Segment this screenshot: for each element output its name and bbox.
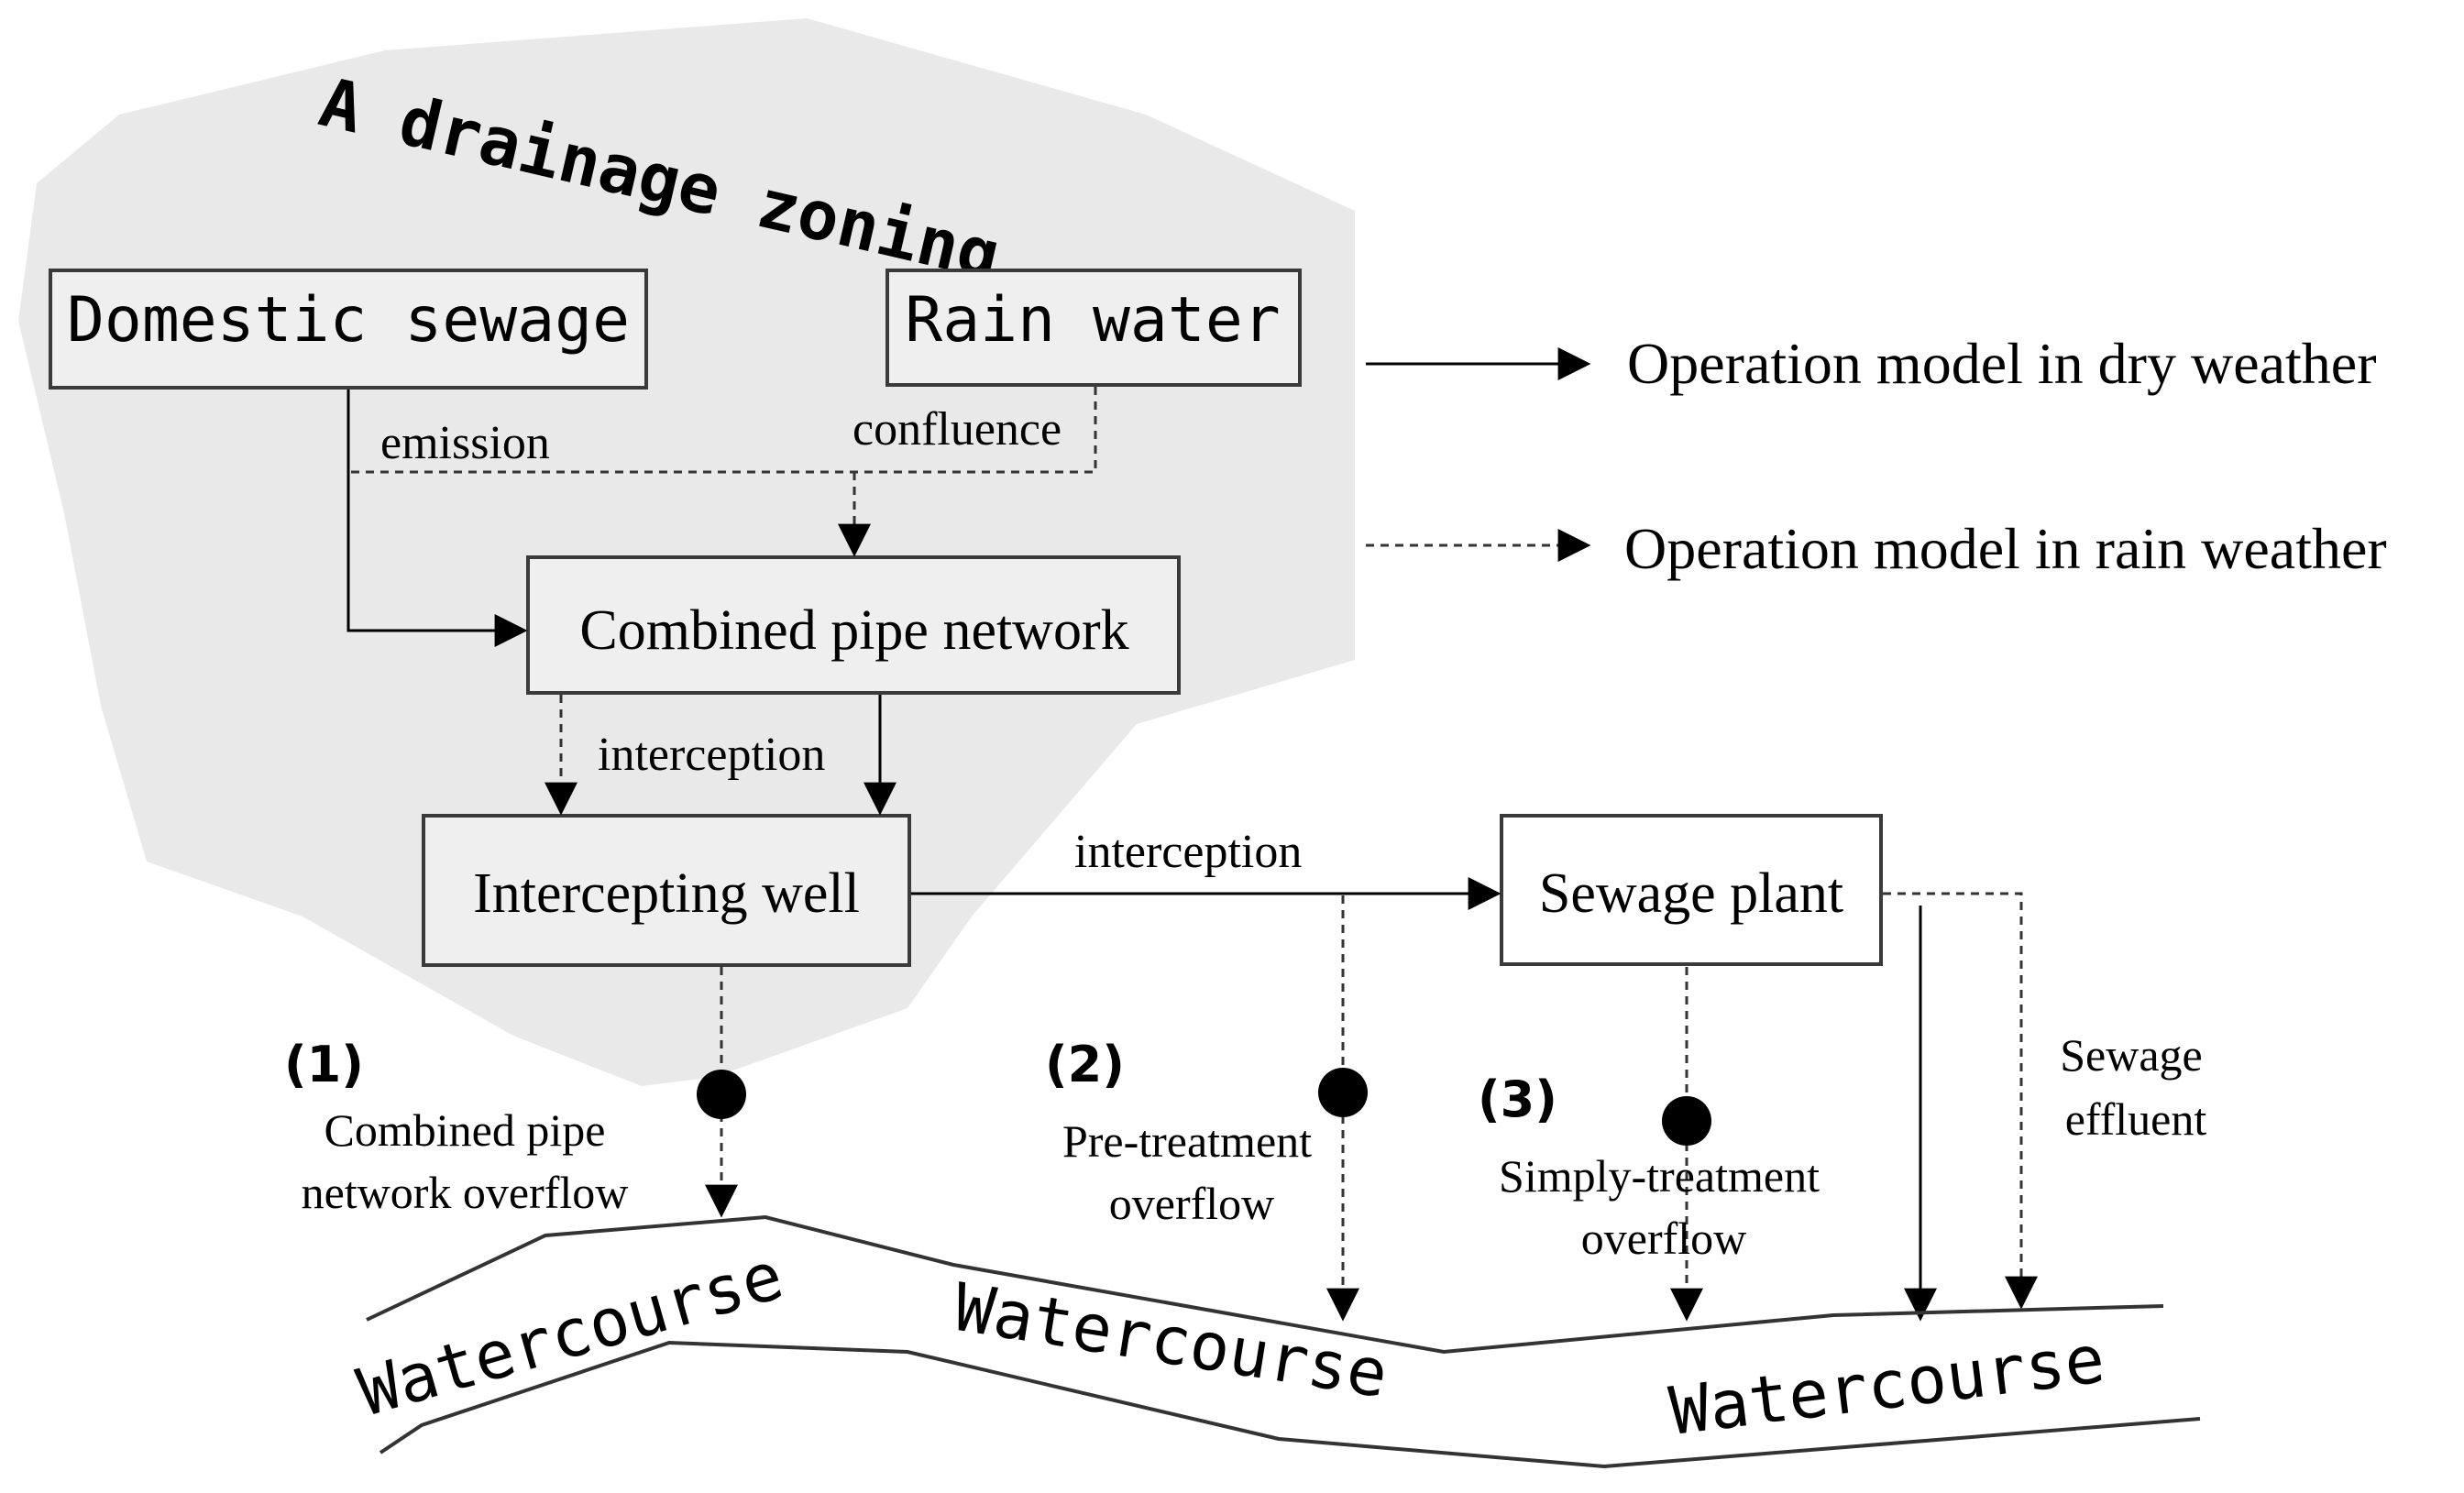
overflow-2-label-line1: Pre-treatment (1062, 1115, 1312, 1167)
sewage-effluent-line2: effluent (2065, 1093, 2207, 1145)
overflow-3-label-line2: overflow (1581, 1213, 1747, 1264)
overflow-2-marker (1318, 1068, 1368, 1117)
overflow-1-marker (697, 1070, 746, 1119)
legend-dry-label: Operation model in dry weather (1627, 331, 2377, 396)
combined-pipe-network-node: Combined pipe network (526, 555, 1181, 695)
overflow-3-number: (3) (1478, 1070, 1557, 1128)
effluent-rain-connector (1883, 892, 2038, 1310)
overflow-1-label-line2: network overflow (302, 1167, 629, 1218)
combined-pipe-network-label: Combined pipe network (579, 599, 1128, 662)
legend-rain-label: Operation model in rain weather (1624, 516, 2387, 581)
interception-horizontal-label: interception (1074, 826, 1302, 878)
intercepting-well-node: Intercepting well (422, 814, 911, 967)
overflow-1-number: (1) (284, 1036, 364, 1093)
watercourse-label-2: Watercourse (949, 1268, 1392, 1413)
rain-water-label: Rain water (905, 284, 1280, 357)
emission-label: emission (380, 417, 550, 469)
confluence-label: confluence (852, 403, 1062, 456)
watercourse-lower-bank (379, 1340, 2201, 1469)
sewage-effluent-line1: Sewage (2060, 1029, 2203, 1081)
emission-connector (346, 390, 528, 647)
sewage-plant-node: Sewage plant (1500, 814, 1883, 966)
overflow-2-label-line2: overflow (1109, 1178, 1275, 1229)
intercepting-well-label: Intercepting well (473, 862, 860, 925)
watercourse-label-1: Watercourse (350, 1236, 792, 1431)
sewage-plant-label: Sewage plant (1539, 862, 1843, 925)
rain-water-node: Rain water (886, 269, 1302, 387)
overflow-3-marker (1662, 1096, 1711, 1146)
overflow-3-label-line1: Simply-treatment (1499, 1150, 1820, 1202)
overflow-2-number: (2) (1045, 1036, 1125, 1093)
domestic-sewage-label: Domestic sewage (67, 284, 630, 357)
interception-vertical-label: interception (598, 729, 825, 781)
watercourse-upper-bank (366, 1214, 2164, 1355)
domestic-sewage-node: Domestic sewage (49, 269, 648, 390)
overflow-1-label-line1: Combined pipe (324, 1104, 606, 1156)
